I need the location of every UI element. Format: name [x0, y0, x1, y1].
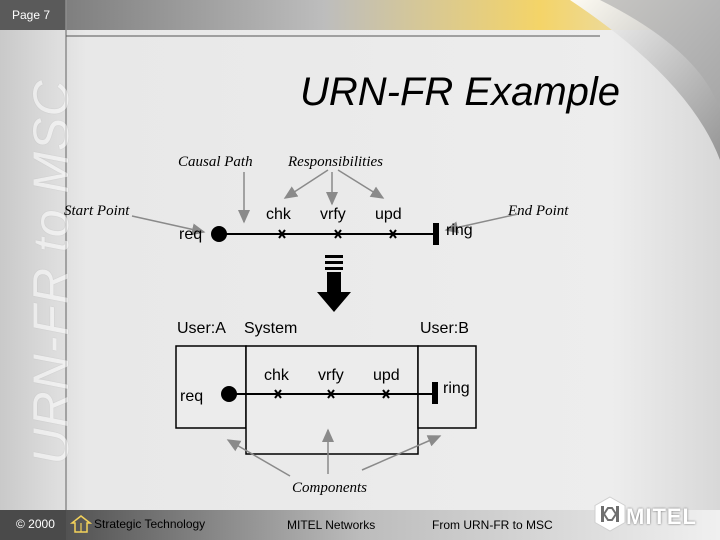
start-label: req — [179, 226, 203, 243]
causal-path-label: Causal Path — [178, 154, 253, 170]
causal-path — [211, 223, 439, 245]
msc-resp-label-vrfy: vrfy — [318, 367, 344, 384]
page-number: Page 7 — [12, 8, 51, 22]
component-box-user-a — [175, 345, 247, 429]
component-label-user-a: User:A — [177, 320, 226, 337]
responsibility-mark-upd — [389, 229, 397, 239]
mitel-logo-icon — [594, 496, 626, 532]
responsibility-arrow-chk — [283, 169, 329, 199]
footer-left-text: Strategic Technology — [94, 517, 206, 531]
start-point-arrow — [131, 215, 206, 236]
msc-mark-vrfy — [327, 389, 335, 399]
annotation-arrows — [131, 169, 519, 236]
slide-title: URN-FR Example — [300, 70, 621, 114]
copyright: © 2000 — [16, 517, 55, 531]
start-point-label: Start Point — [64, 203, 130, 219]
resp-label-chk: chk — [266, 206, 291, 223]
responsibility-mark-vrfy — [334, 229, 342, 239]
end-point-bar — [433, 223, 439, 245]
responsibility-mark-chk — [278, 229, 286, 239]
footer-right-text: From URN-FR to MSC — [432, 518, 553, 532]
components-label: Components — [292, 480, 367, 496]
end-point-arrow — [444, 213, 519, 234]
component-box-user-b — [417, 345, 477, 429]
responsibility-marks — [278, 229, 397, 239]
component-box-system — [245, 345, 419, 455]
msc-end-label: ring — [443, 380, 470, 397]
end-label: ring — [446, 222, 473, 239]
responsibilities-label: Responsibilities — [288, 154, 383, 170]
msc-components — [175, 345, 477, 477]
transform-arrow — [317, 255, 351, 312]
resp-label-vrfy: vrfy — [320, 206, 346, 223]
end-point-label: End Point — [508, 203, 569, 219]
msc-end-bar — [432, 382, 438, 404]
msc-responsibility-marks — [274, 389, 390, 399]
resp-label-upd: upd — [375, 206, 402, 223]
component-label-system: System — [244, 320, 298, 337]
footer-center-text: MITEL Networks — [287, 518, 376, 532]
mitel-logo-text: MITEL — [626, 504, 697, 529]
components-arrow-user-b — [361, 435, 442, 471]
start-point-dot — [211, 226, 227, 242]
msc-mark-chk — [274, 389, 282, 399]
msc-resp-label-chk: chk — [264, 367, 289, 384]
msc-mark-upd — [382, 389, 390, 399]
responsibility-arrow-upd — [337, 169, 385, 199]
msc-start-label: req — [180, 388, 204, 405]
msc-resp-label-upd: upd — [373, 367, 400, 384]
strategic-technology-icon — [70, 515, 92, 533]
components-arrow-user-a — [226, 439, 291, 477]
msc-start-dot — [221, 386, 237, 402]
component-label-user-b: User:B — [420, 320, 469, 337]
